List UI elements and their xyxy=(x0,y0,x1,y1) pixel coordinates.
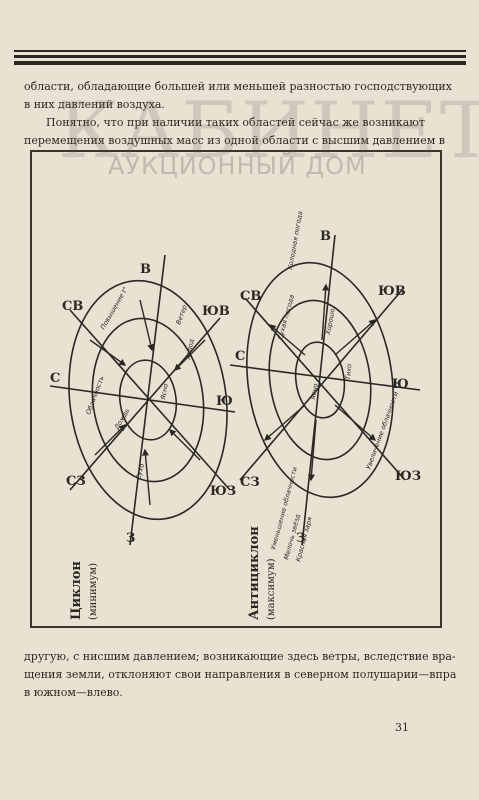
figure-frame xyxy=(30,150,442,628)
cyclone-label-se: ЮЗ xyxy=(210,484,236,499)
cyclone-note-4: Ясно xyxy=(159,383,170,401)
header-rule-medium xyxy=(14,55,466,58)
anticyclone-label-se: ЮЗ xyxy=(395,469,421,484)
cyclone-label-north: С xyxy=(50,371,60,386)
cyclone-diag-1 xyxy=(69,309,231,491)
cyclone-note-1: Повышение t° xyxy=(99,285,130,331)
cyclone-label-east: В xyxy=(140,262,151,277)
header-rule-thin xyxy=(14,50,466,52)
cyclone-caption: Циклон xyxy=(69,561,84,620)
cyclone-note-2: Ветер xyxy=(174,304,188,326)
cyclone-wind-arrow-4 xyxy=(94,424,126,456)
anticyclone-wind-arrow-1 xyxy=(268,324,306,356)
anticyclone-ew-axis xyxy=(229,364,421,391)
bottom-line-3: в южном—влево. xyxy=(24,686,123,699)
cyclone-label-ne: ЮВ xyxy=(202,304,230,319)
anticyclone-wind-arrow-6 xyxy=(307,419,317,482)
top-line-2: в них давлений воздуха. xyxy=(24,98,165,111)
anticyclone-label-north: С xyxy=(235,349,245,364)
cyclone-label-south: Ю xyxy=(216,394,233,409)
top-line-4: перемещения воздушных масс из одной обла… xyxy=(24,134,445,147)
cyclone-note-7: Сухо xyxy=(134,463,146,481)
anticyclone-wind-arrow-5 xyxy=(321,283,330,341)
anticyclone-caption-sub: (максимум) xyxy=(266,558,277,620)
anticyclone-inner-isobar xyxy=(294,341,346,419)
anticyclone-note-5: Тихо xyxy=(344,363,353,380)
cyclone-label-sw: СЗ xyxy=(66,474,86,489)
cyclone-inner-isobar xyxy=(118,359,178,441)
header-rule-thick xyxy=(14,61,466,65)
anticyclone-label-east: В xyxy=(320,229,331,244)
cyclone-anticyclone-diagram: С Ю В З СВ СЗ ЮВ ЮЗ С Ю В З СВ СЗ ЮВ ЮЗ … xyxy=(49,210,421,620)
top-line-1: области, обладающие большей или меньшей … xyxy=(24,80,452,93)
cyclone-wind-arrow-1 xyxy=(89,339,127,366)
cyclone-wind-arrow-3 xyxy=(169,429,201,461)
anticyclone-ns-axis xyxy=(301,234,336,546)
bottom-line-1: другую, с нисшим давлением; возникающие … xyxy=(24,650,456,663)
anticyclone-note-1: Холодная погода xyxy=(286,210,304,271)
page-number: 31 xyxy=(395,721,409,734)
anticyclone-caption: Антициклон xyxy=(247,526,262,620)
anticyclone-label-nw: СВ xyxy=(240,289,261,304)
anticyclone-wind-arrow-4 xyxy=(263,404,306,441)
anticyclone-outer-isobar xyxy=(246,261,394,499)
cyclone-caption-sub: (минимум) xyxy=(88,563,99,620)
cyclone-wind-arrow-6 xyxy=(142,448,151,506)
anticyclone-label-ne: ЮВ xyxy=(378,284,406,299)
cyclone-middle-isobar xyxy=(91,317,205,483)
cyclone-label-west: З xyxy=(126,531,135,546)
cyclone-ew-axis xyxy=(49,385,236,413)
cyclone-wind-arrow-2 xyxy=(174,339,206,371)
anticyclone-wind-arrow-2 xyxy=(334,319,377,356)
cyclone-note-5: Облачность xyxy=(84,375,105,416)
anticyclone-note-3: Хорошо xyxy=(324,308,337,336)
anticyclone-wind-arrow-3 xyxy=(334,404,377,441)
cyclone-label-nw: СВ xyxy=(62,299,83,314)
anticyclone-label-sw: СЗ xyxy=(240,475,260,490)
anticyclone-label-south: Ю xyxy=(392,377,409,392)
bottom-line-2: щения земли, отклоняют свои направления … xyxy=(24,668,456,681)
cyclone-wind-arrow-5 xyxy=(139,299,155,352)
top-paragraph: области, обладающие большей или меньшей … xyxy=(24,78,456,150)
anticyclone-middle-isobar xyxy=(268,299,372,461)
top-line-3: Понятно, что при наличии таких областей … xyxy=(46,116,425,129)
anticyclone-label-west: З xyxy=(296,531,305,546)
anticyclone-note-4: Ясно xyxy=(309,383,320,401)
cyclone-note-6: Холод xyxy=(184,338,196,362)
cyclone-diag-2 xyxy=(69,317,221,491)
cyclone-outer-isobar xyxy=(68,279,228,521)
anticyclone-note-2: Сухая погода xyxy=(276,294,296,341)
bottom-paragraph: другую, с нисшим давлением; возникающие … xyxy=(24,648,456,702)
